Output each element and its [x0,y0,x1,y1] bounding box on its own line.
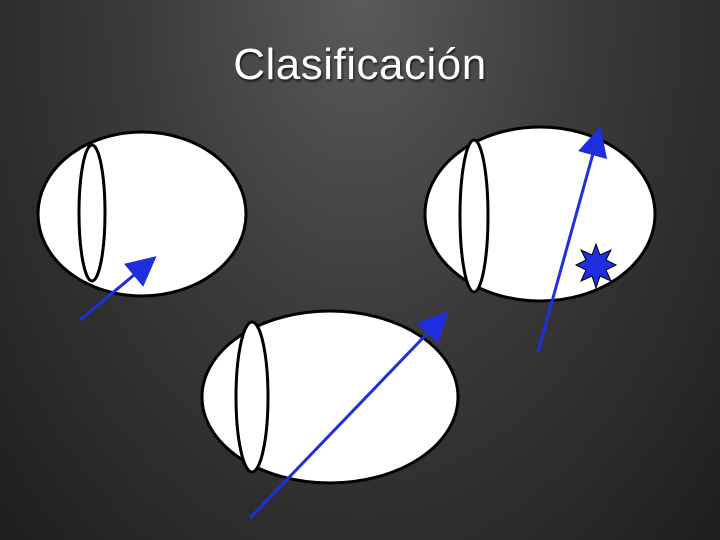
arrow [248,311,449,520]
ellipse-lens [77,143,107,283]
slide-title: Clasificación [233,40,487,89]
ellipse-lens [458,138,490,294]
ellipse-group-top-right [423,125,657,353]
arrow [79,256,157,322]
arrow [536,126,608,353]
ellipse-group-bottom [200,309,460,520]
ellipse-group-top-left [36,130,248,322]
burst-icon [574,242,618,290]
ellipse-body [36,130,248,298]
ellipse-lens [234,320,270,474]
